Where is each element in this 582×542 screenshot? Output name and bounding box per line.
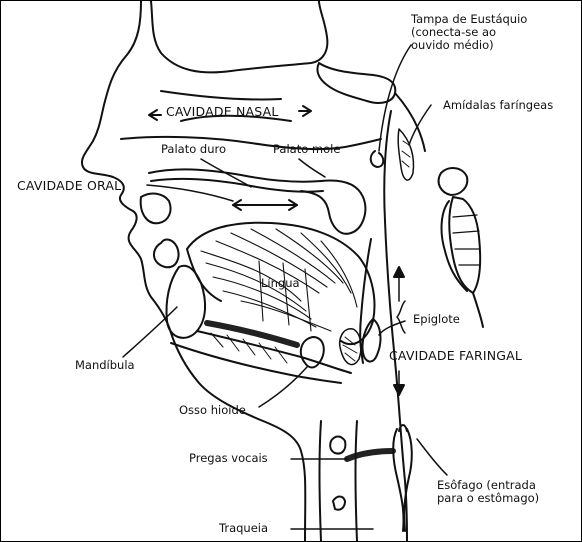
label-mandibula: Mandíbula bbox=[75, 359, 135, 372]
vocal-folds bbox=[347, 451, 393, 459]
label-cavidade-oral: CAVIDADE ORAL bbox=[17, 179, 121, 192]
label-traqueia: Traqueia bbox=[219, 522, 268, 535]
nasal-roof bbox=[151, 1, 327, 72]
turbinate bbox=[161, 91, 281, 100]
label-esofago: Esôfago (entrada para o estômago) bbox=[437, 479, 539, 505]
soft-palate bbox=[301, 181, 365, 234]
sphenoid-outline bbox=[317, 63, 395, 103]
vertebra-column bbox=[449, 197, 480, 293]
label-epiglote: Epiglote bbox=[413, 313, 460, 326]
label-palato-duro: Palato duro bbox=[161, 143, 226, 156]
label-cavidade-nasal: CAVIDADE NASAL bbox=[166, 105, 279, 118]
label-cavidade-faringal: CAVIDADE FARINGAL bbox=[389, 349, 522, 362]
trachea-left bbox=[320, 421, 322, 541]
label-lingua: Língua bbox=[261, 277, 300, 290]
vertebra-top bbox=[439, 168, 468, 195]
label-palato-mole: Palato mole bbox=[273, 143, 340, 156]
nasal-floor bbox=[121, 137, 381, 149]
eustachian-opening bbox=[371, 151, 384, 167]
label-pregas-vocais: Pregas vocais bbox=[189, 452, 268, 465]
label-tampa-eustaquio: Tampa de Eustáquio (conecta-se ao ouvido… bbox=[411, 13, 527, 52]
trachea-right bbox=[356, 421, 358, 541]
mandible bbox=[154, 240, 179, 268]
label-osso-hioide: Osso hioide bbox=[179, 404, 246, 417]
pharyngeal-tonsils bbox=[398, 129, 413, 180]
label-amidalas-faringeas: Amídalas faríngeas bbox=[443, 99, 553, 112]
